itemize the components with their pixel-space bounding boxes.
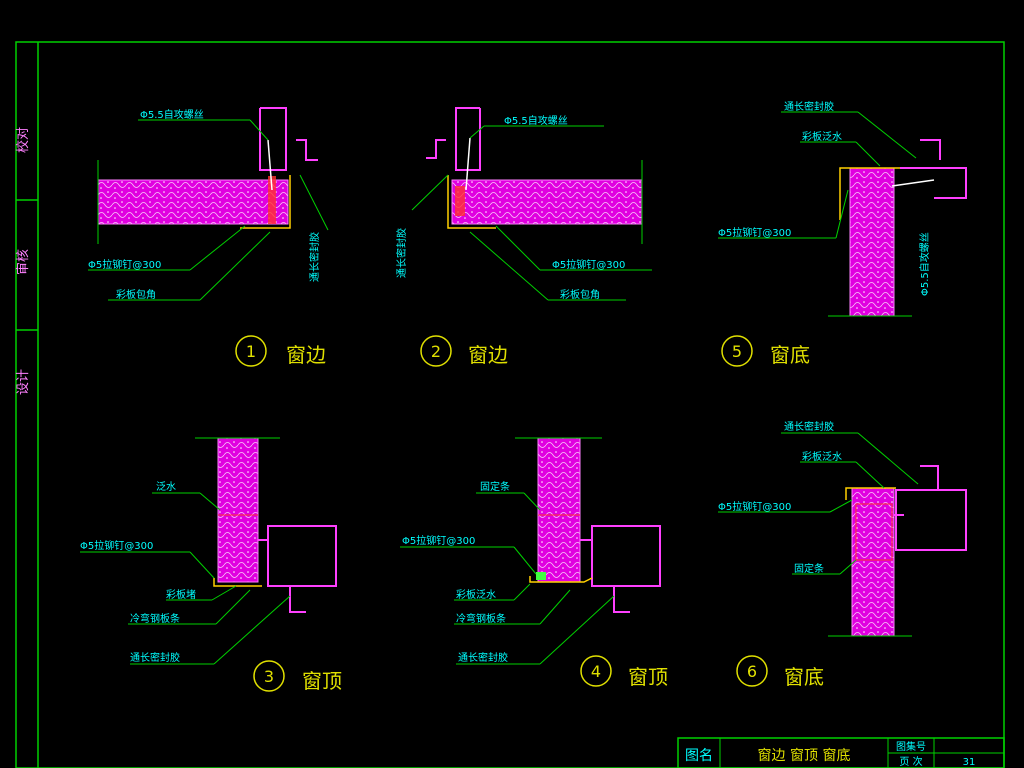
- foam-panel: [849, 167, 895, 317]
- detail-number: 5: [732, 342, 742, 361]
- title-block: 图名 窗边 窗顶 窗底 图集号 页 次 31: [677, 737, 1005, 768]
- detail-number-circle: [580, 655, 612, 687]
- callout-rivet: Φ5拉铆钉@300: [88, 258, 161, 271]
- detail-number: 2: [431, 342, 441, 361]
- detail-2: Φ5.5自攻螺丝 通长密封胶 Φ5拉铆钉@300 彩板包角 2 窗边: [395, 107, 652, 367]
- detail-1: Φ5.5自攻螺丝 通长密封胶 Φ5拉铆钉@300 彩板包角 1 窗边: [88, 107, 329, 367]
- window-frame: [895, 489, 967, 551]
- window-frame: [267, 525, 337, 587]
- sealant: [268, 176, 276, 224]
- drawing-frame: [15, 41, 1005, 768]
- callout-sealant: 通长密封胶: [784, 420, 834, 433]
- callout-angle: 彩板包角: [560, 288, 600, 301]
- flashing: [529, 576, 593, 583]
- detail-3: 泛水 Φ5拉铆钉@300 彩板堵 冷弯钢板条 通长密封胶 3 窗顶: [80, 437, 342, 693]
- detail-title: 窗底: [770, 343, 810, 367]
- sealant: [455, 186, 465, 216]
- detail-number-circle: [420, 335, 452, 367]
- foam-panel: [537, 437, 581, 583]
- flashing: [213, 578, 262, 587]
- callout-steel: 冷弯钢板条: [130, 612, 180, 625]
- detail-number: 6: [747, 662, 757, 681]
- flashing: [845, 487, 896, 500]
- detail-number-circle: [235, 335, 267, 367]
- detail-number-circle: [721, 335, 753, 367]
- window-frame-profile: [259, 107, 287, 171]
- callout-sealant: 通长密封胶: [458, 651, 508, 664]
- detail-title: 窗顶: [302, 669, 342, 693]
- sidebar-label-design: 设计: [16, 369, 31, 395]
- callout-sealant: 通长密封胶: [395, 228, 408, 278]
- sidebar-label-check: 校对: [15, 127, 31, 153]
- callout-rivet: Φ5拉铆钉@300: [718, 226, 791, 239]
- foam-panel: [217, 437, 259, 583]
- detail-title: 窗边: [468, 343, 508, 367]
- callout-plug: 彩板堵: [166, 588, 196, 601]
- detail-title: 窗底: [784, 665, 824, 689]
- callout-flashing: 泛水: [156, 481, 176, 493]
- callout-sealant: 通长密封胶: [784, 100, 834, 113]
- flashing: [839, 167, 900, 220]
- title-block-page: 31: [963, 757, 976, 768]
- callout-rivet: Φ5拉铆钉@300: [80, 539, 153, 552]
- detail-number: 1: [246, 342, 256, 361]
- callout-flashing: 彩板泛水: [802, 450, 842, 463]
- window-frame: [591, 525, 661, 587]
- callout-rivet: Φ5拉铆钉@300: [718, 500, 791, 513]
- title-block-name: 窗边 窗顶 窗底: [758, 747, 851, 764]
- callout-rivet: Φ5拉铆钉@300: [552, 258, 625, 271]
- screw: [465, 137, 471, 191]
- foam-panel: [97, 179, 289, 225]
- callout-screw: Φ5.5自攻螺丝: [140, 108, 204, 121]
- callout-sealant: 通长密封胶: [308, 232, 321, 282]
- flashing-angle: [447, 175, 496, 229]
- foam-panel: [851, 487, 895, 637]
- window-frame-profile: [455, 107, 481, 171]
- callout-flashing: 彩板泛水: [456, 588, 496, 601]
- title-block-page-label: 页 次: [899, 755, 922, 768]
- screw: [891, 179, 935, 187]
- callout-sealant: 通长密封胶: [130, 651, 180, 664]
- title-block-atlas: 图集号: [896, 740, 926, 753]
- detail-number-circle: [253, 660, 285, 692]
- callout-fixing-strip: 固定条: [480, 480, 510, 493]
- detail-4: 固定条 Φ5拉铆钉@300 彩板泛水 冷弯钢板条 通长密封胶 4 窗顶: [400, 437, 668, 689]
- window-frame-profile: [900, 167, 967, 199]
- detail-number: 4: [591, 662, 601, 681]
- callout-screw: Φ5.5自攻螺丝: [918, 232, 931, 296]
- callout-flashing: 彩板泛水: [802, 130, 842, 143]
- foam-panel: [451, 179, 643, 225]
- detail-title: 窗边: [286, 343, 326, 367]
- callout-rivet: Φ5拉铆钉@300: [402, 534, 475, 547]
- detail-5: 通长密封胶 彩板泛水 Φ5拉铆钉@300 Φ5.5自攻螺丝 5 窗底: [718, 100, 967, 367]
- flashing-angle: [240, 175, 291, 229]
- callout-screw: Φ5.5自攻螺丝: [504, 114, 568, 127]
- callout-angle: 彩板包角: [116, 288, 156, 301]
- sidebar-label-review: 审核: [16, 249, 31, 275]
- callout-fixing-strip: 固定条: [794, 562, 824, 575]
- detail-number-circle: [736, 655, 768, 687]
- title-block-label: 图名: [685, 748, 713, 764]
- callout-steel: 冷弯钢板条: [456, 612, 506, 625]
- detail-6: 通长密封胶 彩板泛水 Φ5拉铆钉@300 固定条 6 窗底: [718, 420, 967, 689]
- detail-title: 窗顶: [628, 665, 668, 689]
- detail-number: 3: [264, 667, 274, 686]
- screw: [267, 139, 273, 191]
